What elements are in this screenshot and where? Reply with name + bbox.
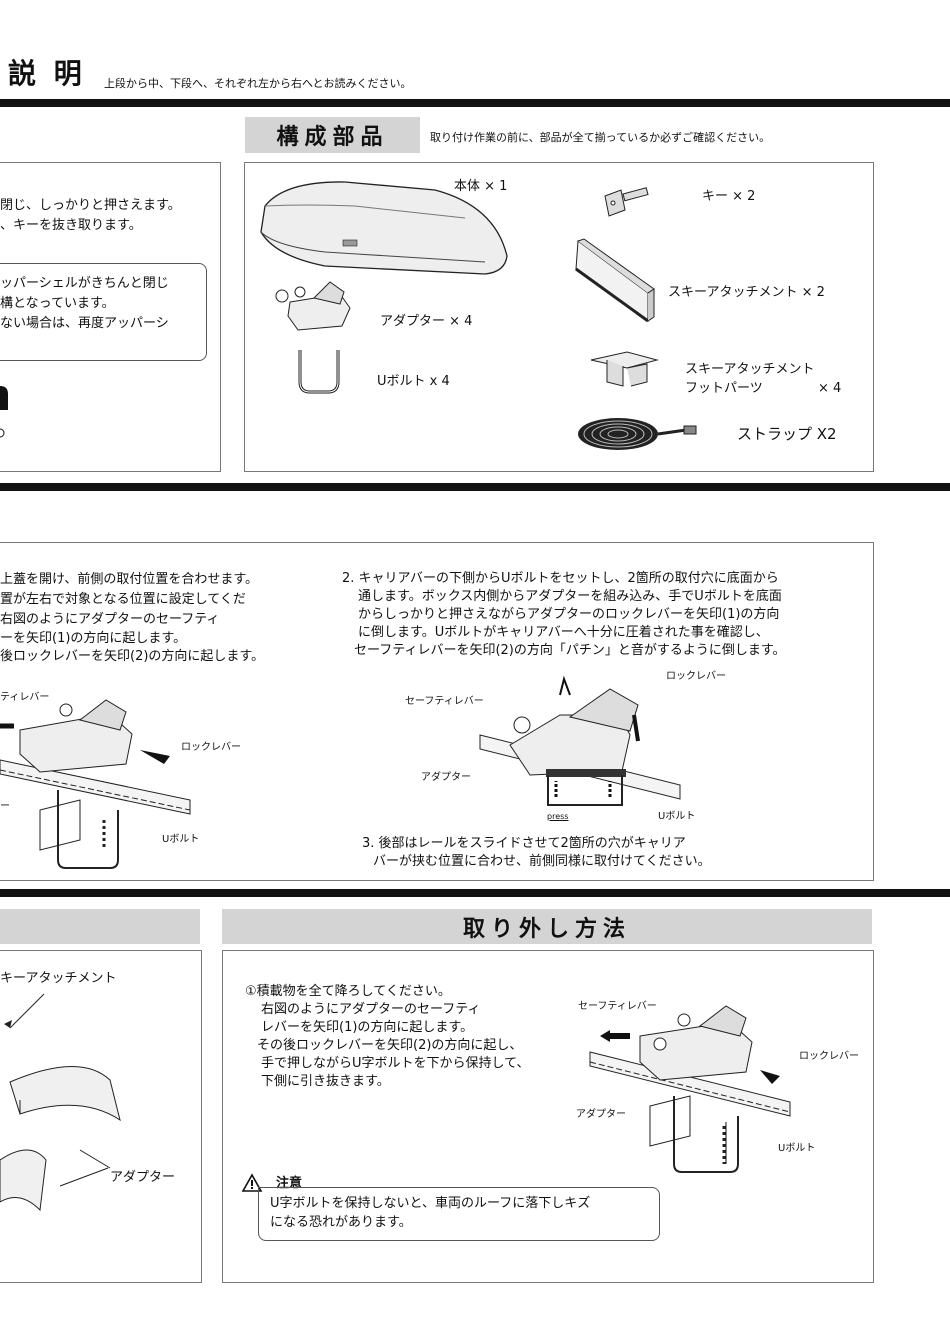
parts-note: 取り付け作業の前に、部品が全て揃っているか必ずご確認ください。 [430,131,771,144]
step2-line-2: 通します。ボックス内側からアダプターを組み込み、手でUボルトを底面 [358,589,782,604]
part-ubolt-label: Uボルト x 4 [377,374,450,389]
lock-partial-icon [0,386,8,438]
roof-box-illustration [260,181,508,275]
step1-adapter-label: ー [0,801,10,812]
step1-line-5: 後ロックレバーを矢印(2)の方向に起します。 [0,649,265,664]
removal-adapter-label: アダプター [576,1109,626,1120]
removal-line-2: 右図のようにアダプターのセーフティ [261,1002,481,1017]
ubolt-illustration [298,350,340,394]
mid-rule-2 [0,889,950,897]
ski-attachment-illustration [575,238,655,323]
step2-line-3: からしっかりと押さえながらアダプターのロックレバーを矢印(1)の方向 [358,607,780,622]
ski-heading [0,909,200,944]
caution-line-1: U字ボルトを保持しないと、車両のルーフに落下しキズ [270,1196,591,1211]
mount-panel [0,542,874,881]
removal-lock-label: ロックレバー [799,1051,859,1062]
top-rule [0,99,950,107]
part-body-label: 本体 × 1 [454,179,508,194]
step2-safety-label: セーフティレバー [405,696,484,707]
notice-line-3: ない場合は、再度アッパーシ [0,316,169,331]
part-adapter-label: アダプター × 4 [380,314,473,329]
left-upper-panel [0,162,221,472]
foot-parts-illustration [590,351,659,387]
left-upper-line-2: 、キーを抜き取ります。 [0,218,142,233]
removal-safety-label: セーフティレバー [578,1001,657,1012]
removal-line-3: レバーを矢印(1)の方向に起します。 [261,1020,474,1035]
removal-diagram [589,1005,791,1173]
notice-line-2: 構となっています。 [0,296,115,311]
part-ski-attachment-label: スキーアタッチメント × 2 [668,285,825,300]
page-subtitle: 上段から中、下段へ、それぞれ左から右へとお読みください。 [104,77,412,90]
step1-ubolt-label: Uボルト [162,834,200,845]
part-foot-label-2: フットパーツ [685,381,763,396]
step2-diagram [479,675,681,806]
step2-lock-label: ロックレバー [666,671,726,682]
ski-diagram [0,993,121,1212]
caution-box [258,1187,660,1241]
removal-line-4: その後ロックレバーを矢印(2)の方向に起し、 [257,1038,523,1053]
page-title: 説 明 [8,57,86,90]
part-foot-qty: × 4 [818,381,842,396]
ski-label-top: キーアタッチメント [0,971,117,986]
step1-diagram [0,699,191,869]
warning-icon [241,1173,263,1192]
part-key-label: キー × 2 [702,189,756,204]
step1-line-4: ーを矢印(1)の方向に起します。 [0,631,187,646]
step3-line-1: 3. 後部はレールをスライドさせて2箇所の穴がキャリア [362,836,686,851]
step2-line-4: に倒します。Uボルトがキャリアバーへ十分に圧着された事を確認し、 [358,625,769,640]
part-strap-label: ストラップ X2 [737,425,837,443]
ski-panel [0,950,202,1283]
removal-ubolt-label: Uボルト [778,1143,816,1154]
notice-line-1: ッパーシェルがきちんと閉じ [0,276,169,291]
step2-line-1: 2. キャリアバーの下側からUボルトをセットし、2箇所の取付穴に底面から [342,571,779,586]
step2-adapter-label: アダプター [421,772,471,783]
caution-line-2: になる恐れがあります。 [270,1215,412,1230]
step2-press-label: press [547,812,569,821]
step2-line-5: セーフティレバーを矢印(2)の方向「パチン」と音がするように倒します。 [354,643,786,658]
step2-ubolt-label: Uボルト [658,811,696,822]
step1-safety-label: ティレバー [0,692,50,703]
removal-line-1: ①積載物を全て降ろしてください。 [245,984,451,999]
mid-rule-1 [0,483,950,491]
adapter-illustration [275,281,351,331]
step3-line-2: バーが挟む位置に合わせ、前側同様に取付けてください。 [373,854,711,869]
notice-box [0,263,207,361]
step1-line-1: 上蓋を開け、前側の取付位置を合わせます。 [0,572,259,587]
key-icon [604,187,649,217]
step1-line-3: 右図のようにアダプターのセーフティ [0,612,220,627]
left-upper-line-1: 閉じ、しっかりと押さえます。 [0,198,181,213]
strap-illustration [578,418,697,450]
removal-line-6: 下側に引き抜きます。 [261,1074,390,1089]
step1-line-2: 置が左右で対象となる位置に設定してくだ [0,592,246,607]
removal-line-5: 手で押しながらU字ボルトを下から保持して、 [261,1056,530,1071]
parts-heading: 構成部品 [245,117,420,153]
step1-lock-label: ロックレバー [181,742,241,753]
removal-panel [222,950,874,1283]
part-foot-label-1: スキーアタッチメント [685,362,815,377]
removal-heading: 取り外し方法 [222,909,872,944]
ski-label-adapter: アダプター [110,1170,176,1185]
